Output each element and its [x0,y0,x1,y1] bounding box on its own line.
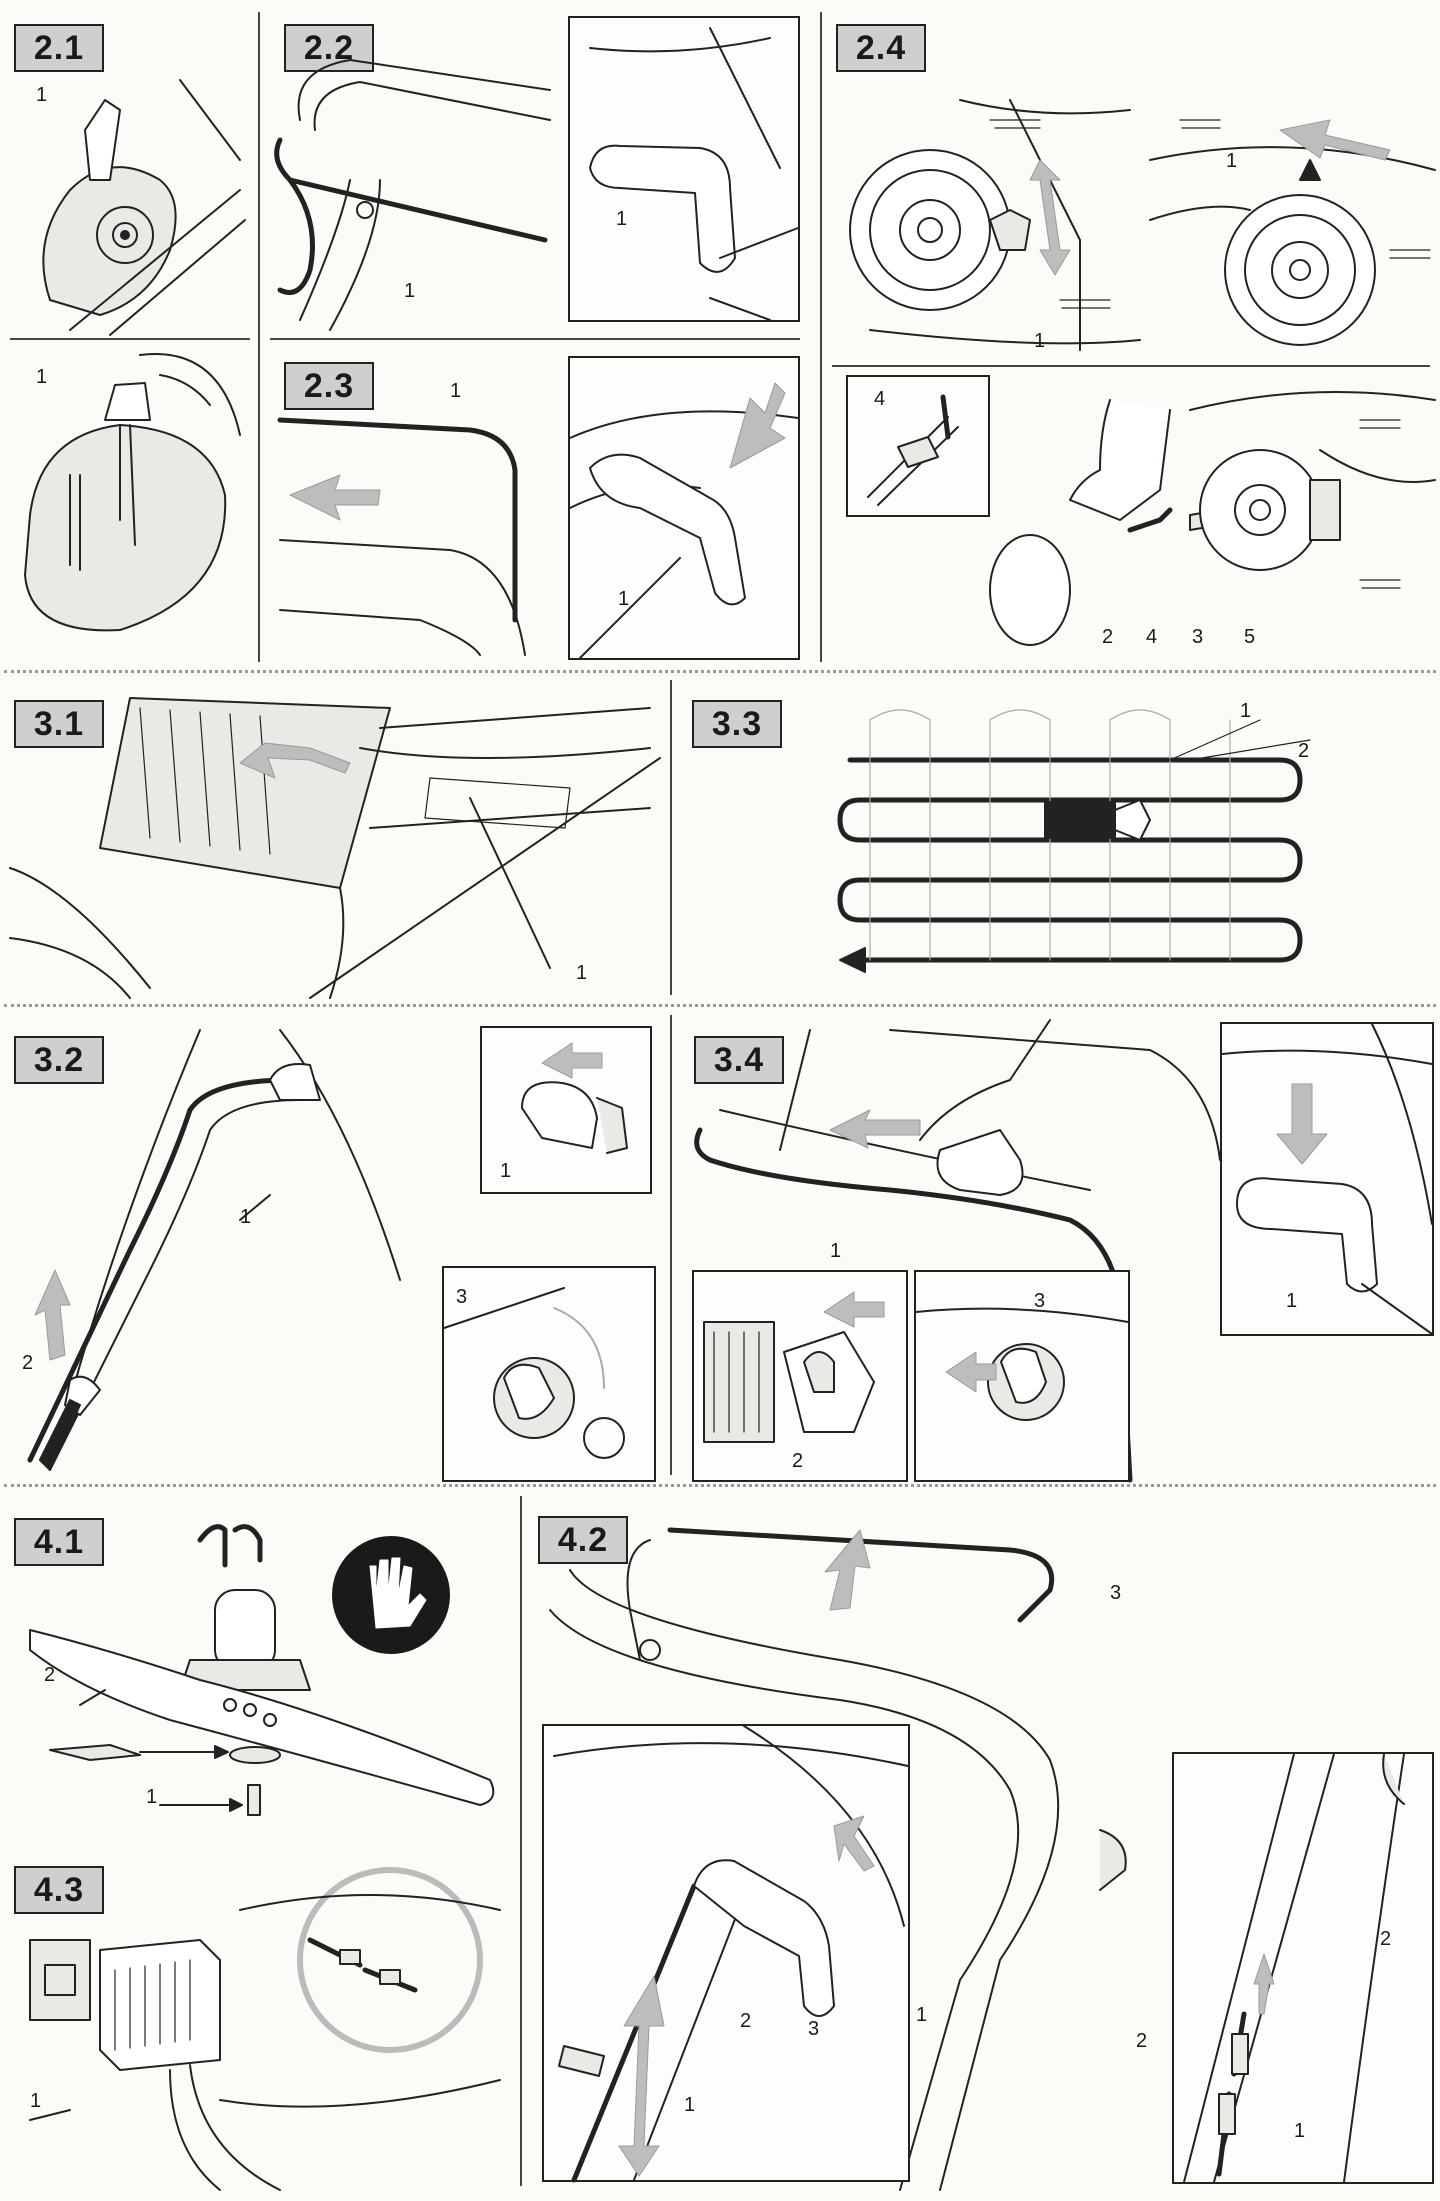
starting-handle-illustration [27,1029,401,1471]
callout-1: 1 [1240,700,1252,722]
callout-1b: 1 [916,2004,928,2026]
throttle-control-inset [692,1270,908,1482]
brake-knob-inset [1220,1022,1434,1336]
handle-knob-fold-inset [568,356,800,660]
callout-2c: 2 [1380,1928,1392,1950]
callout-1b: 1 [1286,1290,1298,1312]
callout-1: 1 [576,962,588,984]
divider-2-4-split [832,365,1430,367]
callout-3: 3 [1034,1290,1046,1312]
callout-2: 2 [1102,626,1114,648]
panel-label-2-1: 2.1 [14,24,104,72]
wheel-height-adjust-right [1149,119,1436,346]
callout-2b: 2 [1136,2030,1148,2052]
panel-label-4-3: 4.3 [14,1866,104,1914]
ignition-key-inset [442,1266,656,1482]
handle-cable-illustration [549,1527,1127,2191]
panel-label-3-4: 3.4 [694,1036,784,1084]
blade-assembly-illustration [29,1524,495,1816]
callout-3: 3 [1110,1582,1122,1604]
col-divider-3-4 [670,1015,672,1475]
callout-1: 1 [146,1786,158,1808]
callout-2: 2 [792,1450,804,1472]
callout-2: 2 [1298,740,1310,762]
row-divider-3 [4,1484,1436,1487]
callout-1b: 1 [616,208,628,230]
callout-5: 5 [1244,626,1256,648]
ignition-key-inset-b [914,1270,1130,1482]
cable-adjuster-detail-inset [1172,1752,1434,2184]
callout-1c: 1 [1294,2120,1306,2142]
wheel-height-adjust-left [849,99,1141,351]
col-divider-2-1 [258,12,260,662]
callout-2: 2 [740,2010,752,2032]
wheel-removal-illustration [989,391,1436,646]
axle-clip-detail-inset [846,375,990,517]
protective-gloves-icon [332,1536,450,1654]
grass-bag-attach-illustration [9,697,661,999]
panel-label-2-4: 2.4 [836,24,926,72]
callout-1b: 1 [1226,150,1238,172]
handle-lever-detail-inset [542,1724,910,2183]
callout-1: 1 [36,84,48,106]
grip-detail-inset [480,1026,652,1194]
panel-label-4-2: 4.2 [538,1516,628,1564]
brake-handle-illustration [694,1019,1221,1483]
divider-2-2-split [270,338,800,340]
battery-charger-illustration [29,1867,501,2191]
callout-1: 1 [240,1206,252,1228]
callout-2: 2 [22,1352,34,1374]
callout-4: 4 [874,388,886,410]
panel-label-2-2: 2.2 [284,24,374,72]
panel-label-3-3: 3.3 [692,700,782,748]
panel-label-4-1: 4.1 [14,1518,104,1566]
mowing-pattern-diagram [837,709,1311,973]
col-divider-3-3 [670,680,672,995]
callout-1b: 1 [36,366,48,388]
callout-1: 1 [684,2094,696,2116]
handle-bar-illustration [274,59,551,331]
callout-1: 1 [404,280,416,302]
callout-3b: 3 [808,2018,820,2040]
handle-knob-detail-inset [568,16,800,322]
col-divider-4-2 [520,1496,522,2186]
divider-2-1-split [10,338,250,340]
throttle-lever-illustration-top [42,79,246,336]
throttle-lever-illustration-bottom [24,353,241,632]
callout-1: 1 [830,1240,842,1262]
callout-1: 1 [450,380,462,402]
callout-2: 2 [44,1664,56,1686]
callout-4b: 4 [1146,626,1158,648]
handle-fold-illustration [277,417,526,656]
row-divider-2 [4,1004,1436,1007]
callout-1: 1 [1034,330,1046,352]
panel-label-2-3: 2.3 [284,362,374,410]
callout-1: 1 [30,2090,42,2112]
callout-3: 3 [456,1286,468,1308]
panel-label-3-1: 3.1 [14,700,104,748]
panel-label-3-2: 3.2 [14,1036,104,1084]
callout-1b: 1 [500,1160,512,1182]
callout-1b: 1 [618,588,630,610]
callout-3: 3 [1192,626,1204,648]
row-divider-1 [4,670,1436,673]
col-divider-2-4 [820,12,822,662]
